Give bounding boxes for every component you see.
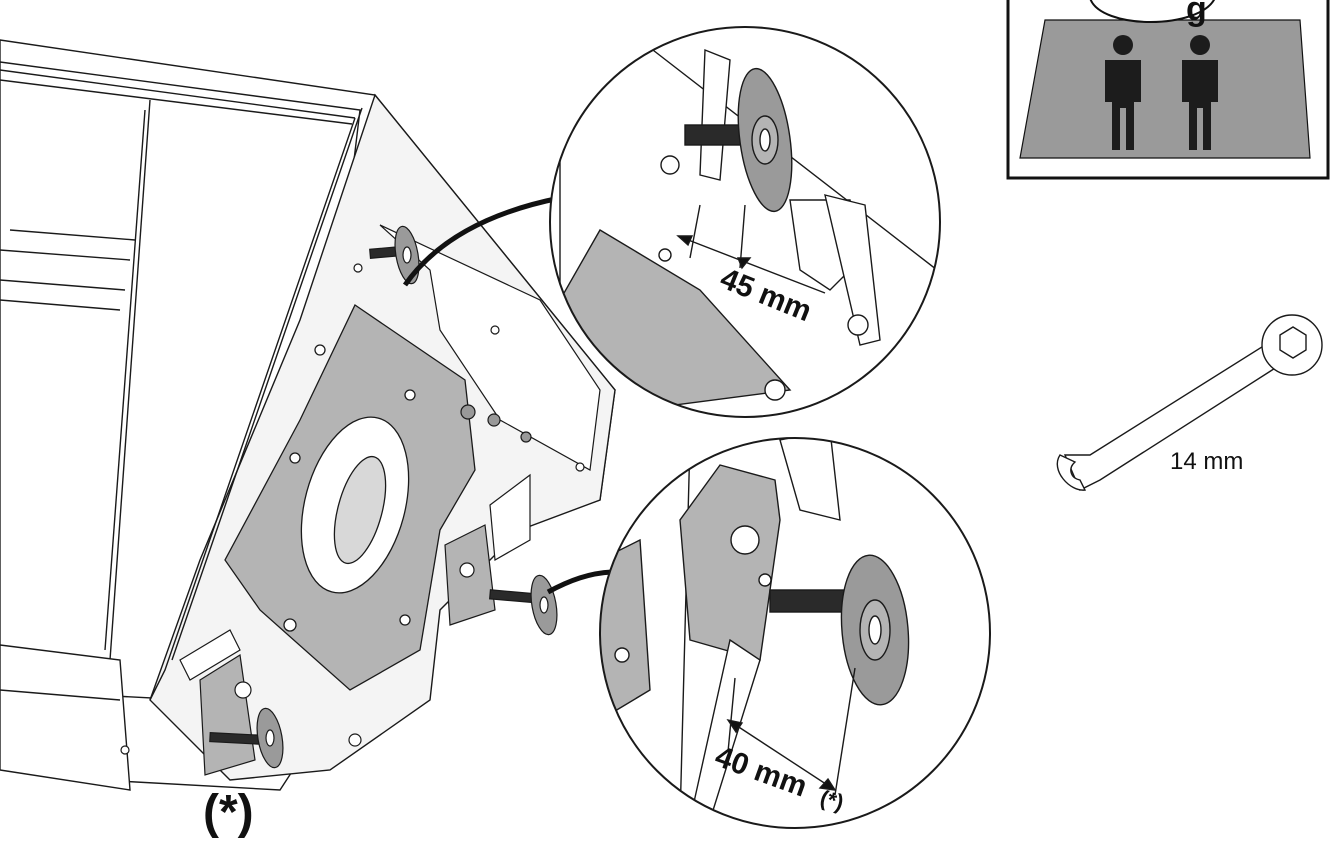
svg-text:g: g xyxy=(1186,0,1207,28)
main-note-asterisk: (*) xyxy=(203,786,254,839)
callout-circle-bottom xyxy=(599,437,991,829)
wrench-size-label: 14 mm xyxy=(1170,448,1244,475)
leader-line-top xyxy=(402,195,561,287)
pin-right xyxy=(489,574,558,636)
pin-top xyxy=(369,225,420,285)
lower-bracket xyxy=(120,629,362,776)
upper-bracket xyxy=(353,224,601,472)
side-bracket xyxy=(444,473,531,626)
person-icon xyxy=(1182,35,1218,150)
wrench-icon xyxy=(1056,314,1323,491)
person-icon xyxy=(1105,35,1141,150)
two-person-lift-panel: g xyxy=(1006,0,1330,180)
callout-circle-top xyxy=(549,26,941,418)
leader-line-bottom xyxy=(546,569,613,595)
pin-bottom xyxy=(209,707,284,769)
mounting-plate xyxy=(224,304,476,691)
